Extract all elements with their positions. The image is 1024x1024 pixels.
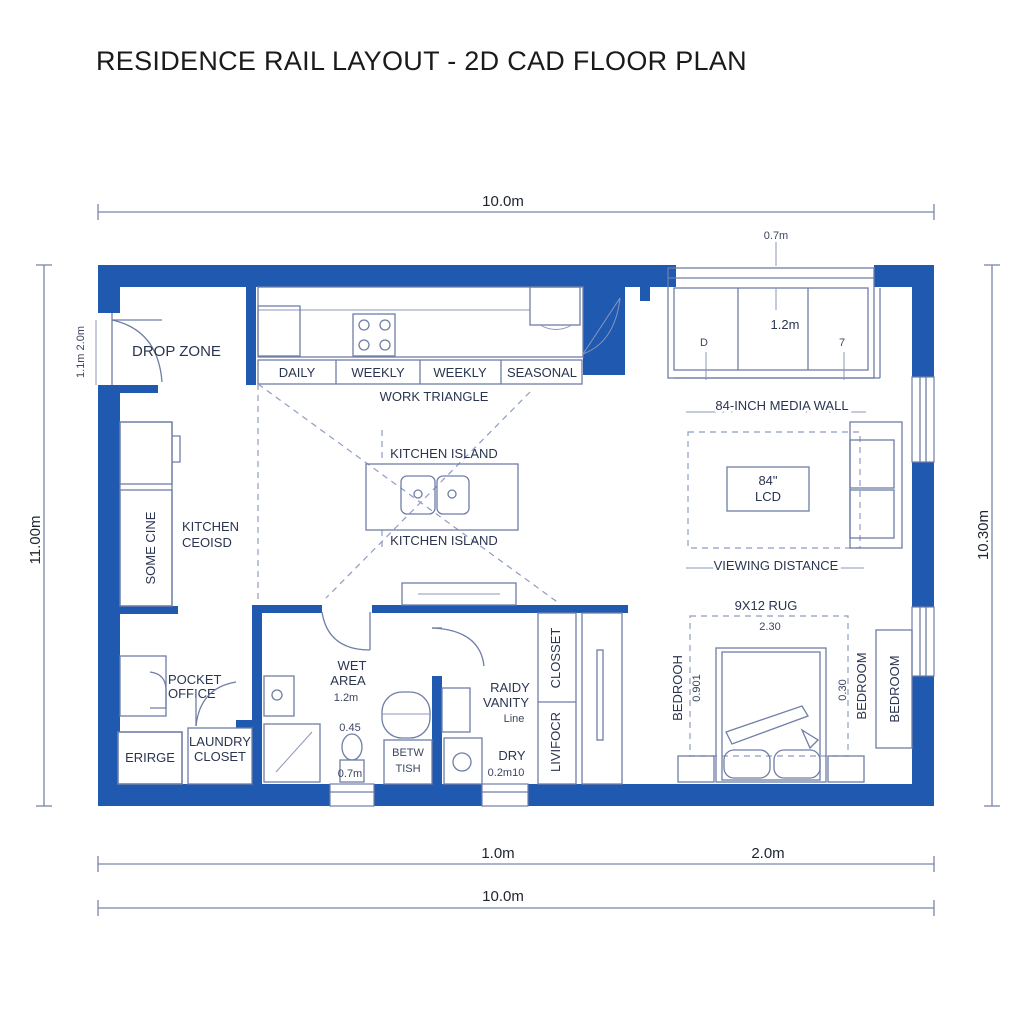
laundry-label-1: LAUNDRY — [189, 734, 251, 749]
drop-zone: DROP ZONE — [111, 313, 221, 385]
porch-left-label: D — [700, 337, 708, 349]
laundry-closet: LAUNDRY CLOSET — [187, 681, 253, 785]
kitchen-island-label-top: KITCHEN ISLAND — [390, 446, 498, 461]
dimension-right: 10.30m — [975, 264, 1000, 807]
vanity-label-3: Line — [504, 713, 525, 725]
dimension-bottom-total: 10.0m — [97, 888, 935, 916]
rail-zone-seasonal: SEASONAL — [507, 365, 577, 380]
work-triangle-label: WORK TRIANGLE — [380, 389, 489, 404]
wet-area: WET AREA 1.2m 0.45 0.7m BETW TISH — [263, 611, 433, 785]
bath-dim-b: 0.7m — [338, 768, 362, 780]
dimension-drop-zone-side-label: 1.1m 2.0m — [75, 326, 87, 378]
wet-area-label-2: AREA — [330, 673, 366, 688]
rug-label: 9X12 RUG — [735, 598, 798, 613]
front-window-bay: D 1.2m 7 — [667, 267, 881, 380]
rug-dim: 2.30 — [759, 621, 780, 633]
sink-icon — [263, 675, 295, 717]
bed-icon — [715, 647, 827, 783]
wet-area-dim: 1.2m — [334, 692, 358, 704]
erirge-label: ERIRGE — [125, 750, 175, 765]
bedroom-mid-label: BEDROOM — [854, 652, 869, 719]
bedroom-left-label: BEDROOH — [670, 655, 685, 721]
betw-label-1: BETW — [392, 747, 424, 759]
closet-linen: CLOSSET LIVIFOCR — [537, 612, 623, 785]
interior-walls — [120, 287, 650, 784]
cooktop-icon — [352, 313, 396, 357]
media-wall-label-text: 84-INCH MEDIA WALL — [715, 398, 848, 413]
lcd-tv-icon — [726, 466, 810, 512]
nightstand-right — [827, 755, 865, 783]
porch-center-label: 1.2m — [771, 317, 800, 332]
media-wall-label: 84-INCH MEDIA WALL — [715, 398, 848, 413]
dresser-icon — [875, 629, 913, 749]
rail-zone-weekly-2: WEEKLY — [433, 365, 487, 380]
dimension-bottom-partial: 1.0m 2.0m — [97, 845, 935, 872]
dimension-top-label: 10.0m — [482, 193, 524, 210]
viewing-distance-label: VIEWING DISTANCE — [714, 558, 839, 573]
kitchen-island: KITCHEN ISLAND KITCHEN ISLAND — [365, 446, 519, 548]
windows — [329, 376, 935, 807]
porch-right-label: 7 — [839, 337, 845, 349]
rail-zone-daily: DAILY — [279, 365, 316, 380]
bedroom-mid-dim: 0.30 — [837, 679, 849, 700]
laundry-label-2: CLOSET — [194, 749, 246, 764]
plan-title: RESIDENCE RAIL LAYOUT - 2D CAD FLOOR PLA… — [96, 46, 747, 76]
console-table — [401, 582, 517, 606]
dimension-left: 11.00m — [27, 264, 52, 807]
pocket-office-label-2: OFFICE — [168, 686, 216, 701]
dimension-left-label: 11.00m — [27, 516, 44, 565]
dimension-window-top: 0.7m — [764, 230, 788, 266]
kitchen-closet-label-1: KITCHEN — [182, 519, 239, 534]
dimension-right-label: 10.30m — [975, 510, 992, 560]
dimension-top: 10.0m — [97, 193, 935, 220]
nightstand-left — [677, 755, 715, 783]
tub-icon — [381, 691, 431, 739]
lcd-label-2: LCD — [755, 489, 781, 504]
closet-label: CLOSSET — [548, 628, 563, 689]
bedroom-left-dim: 0.901 — [691, 674, 703, 702]
kitchen-island-label-bottom: KITCHEN ISLAND — [390, 533, 498, 548]
wet-area-label-1: WET — [338, 658, 367, 673]
kitchen-counter — [257, 286, 621, 358]
dimension-window-top-label: 0.7m — [764, 230, 788, 242]
dry-dim: 0.2m10 — [488, 767, 525, 779]
bath-dim-a: 0.45 — [339, 722, 360, 734]
toilet-icon — [341, 733, 363, 761]
vanity-dry-area: RAIDY VANITY Line DRY 0.2m10 — [431, 627, 530, 785]
some-cine-label: SOME CINE — [143, 511, 158, 584]
rail-zone-weekly-1: WEEKLY — [351, 365, 405, 380]
bedroom-area: 9X12 RUG 2.30 BEDROOH 0.901 0.30 BEDROOM… — [670, 598, 913, 783]
dimension-drop-zone-side: 1.1m 2.0m — [75, 320, 97, 385]
bedroom-right-label: BEDROOM — [887, 655, 902, 722]
exterior-walls — [98, 265, 934, 806]
shower-icon — [263, 723, 321, 783]
pocket-office: POCKET OFFICE — [119, 655, 222, 717]
work-triangle: WORK TRIANGLE — [257, 383, 561, 605]
kitchen-rail-zones: DAILY WEEKLY WEEKLY SEASONAL — [257, 359, 583, 385]
drop-zone-label: DROP ZONE — [132, 343, 221, 360]
vanity-label-2: VANITY — [483, 695, 529, 710]
pocket-office-label-1: POCKET — [168, 672, 222, 687]
betw-label-2: TISH — [395, 763, 420, 775]
lcd-label-1: 84" — [758, 473, 777, 488]
some-cine-storage: SOME CINE KITCHEN CEOISD — [119, 421, 239, 607]
dimension-bottom-b-label: 2.0m — [751, 845, 784, 862]
dimension-bottom-a-label: 1.0m — [481, 845, 514, 862]
kitchen-closet-label-2: CEOISD — [182, 535, 232, 550]
viewing-distance-label-bg: VIEWING DISTANCE — [714, 558, 839, 573]
dimension-bottom-total-label: 10.0m — [482, 888, 524, 905]
erirge-box: ERIRGE — [117, 731, 183, 785]
vanity-label-1: RAIDY — [490, 680, 530, 695]
dry-label: DRY — [498, 748, 526, 763]
fridge-icon — [529, 286, 581, 326]
linen-label: LIVIFOCR — [548, 712, 563, 772]
media-wall-area: 84-INCH MEDIA WALL 84-INCH MEDIA WALL 84… — [686, 395, 903, 576]
